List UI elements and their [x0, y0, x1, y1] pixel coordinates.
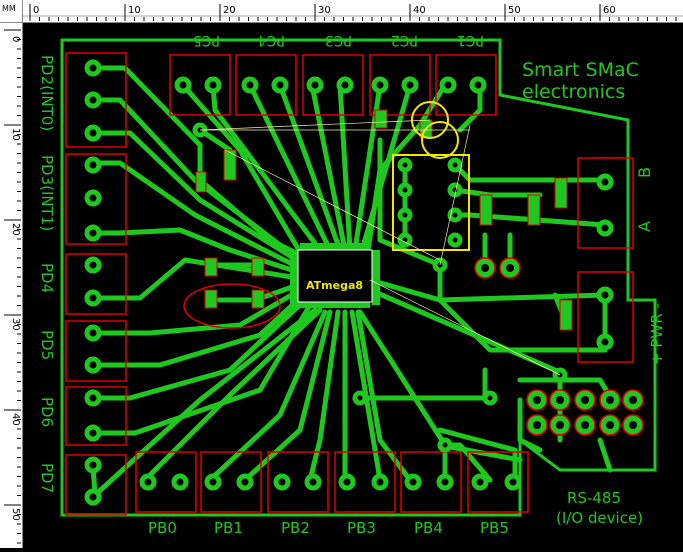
smd-components [195, 109, 573, 331]
brand-line2: electronics [522, 81, 625, 103]
label-a: A [635, 221, 654, 232]
chip-label: ATmega8 [306, 279, 363, 292]
ruler-left-label-0: 0 [10, 36, 21, 42]
left-connector-outlines [65, 52, 127, 516]
ruler-top-label-60: 60 [603, 5, 616, 16]
ruler-unit-label: MM [2, 4, 16, 13]
label-pd4: PD4 [38, 263, 56, 293]
ruler-top-label-30: 30 [318, 5, 331, 16]
label-io-device: (I/O device) [556, 509, 643, 527]
pcb-canvas[interactable]: ATmega8 [23, 23, 683, 548]
label-pb3: PB3 [347, 519, 376, 537]
ruler-top-label-20: 20 [223, 5, 236, 16]
ratsnest-lines [199, 119, 561, 376]
ruler-top-label-50: 50 [508, 5, 521, 16]
label-pd3: PD3(INT1) [38, 155, 56, 231]
label-pb0: PB0 [148, 519, 177, 537]
through-hole-pads [84, 59, 614, 506]
selected-led-1[interactable] [411, 101, 449, 139]
atmega8-chip[interactable] [297, 249, 373, 303]
ruler-top-label-0: 0 [33, 5, 39, 16]
label-pb4: PB4 [414, 519, 443, 537]
ruler-left-label-40: 40 [10, 413, 21, 426]
ruler-unit-corner: MM [0, 0, 23, 23]
label-pc4: PC4 [258, 32, 285, 48]
label-pb5: PB5 [480, 519, 509, 537]
label-pd2: PD2(INT0) [38, 55, 56, 131]
label-pb2: PB2 [281, 519, 310, 537]
bottom-connector-outlines [135, 451, 529, 513]
red-ring-pad-holes [481, 264, 637, 429]
label-pc3: PC3 [325, 32, 352, 48]
label-pc5: PC5 [193, 32, 220, 48]
ruler-left-label-10: 10 [10, 128, 21, 141]
ruler-horizontal[interactable]: 0 10 20 30 40 50 60 [0, 0, 683, 23]
ruler-top-label-10: 10 [128, 5, 141, 16]
ruler-vertical[interactable]: 0 10 20 30 40 50 [0, 0, 23, 548]
crystal-outline [183, 283, 281, 329]
label-pd6: PD6 [38, 397, 56, 427]
chip-pads [290, 243, 380, 308]
selected-led-2[interactable] [421, 121, 459, 159]
label-pc2: PC2 [391, 32, 418, 48]
ruler-left-label-20: 20 [10, 223, 21, 236]
label-pwr: + PWR - [648, 303, 666, 365]
board-outline [60, 38, 657, 517]
ruler-left-label-50: 50 [10, 508, 21, 521]
right-connector-outlines [577, 157, 634, 363]
label-b: B [635, 167, 654, 178]
top-connector-outlines [169, 54, 497, 116]
brand-line1: Smart SMaC [522, 59, 639, 81]
label-pc1: PC1 [457, 32, 484, 48]
label-pd7: PD7 [38, 463, 56, 493]
label-pb1: PB1 [214, 519, 243, 537]
label-rs485: RS-485 [567, 489, 621, 507]
label-pd5: PD5 [38, 330, 56, 360]
ruler-left-label-30: 30 [10, 318, 21, 331]
ruler-top-label-40: 40 [413, 5, 426, 16]
